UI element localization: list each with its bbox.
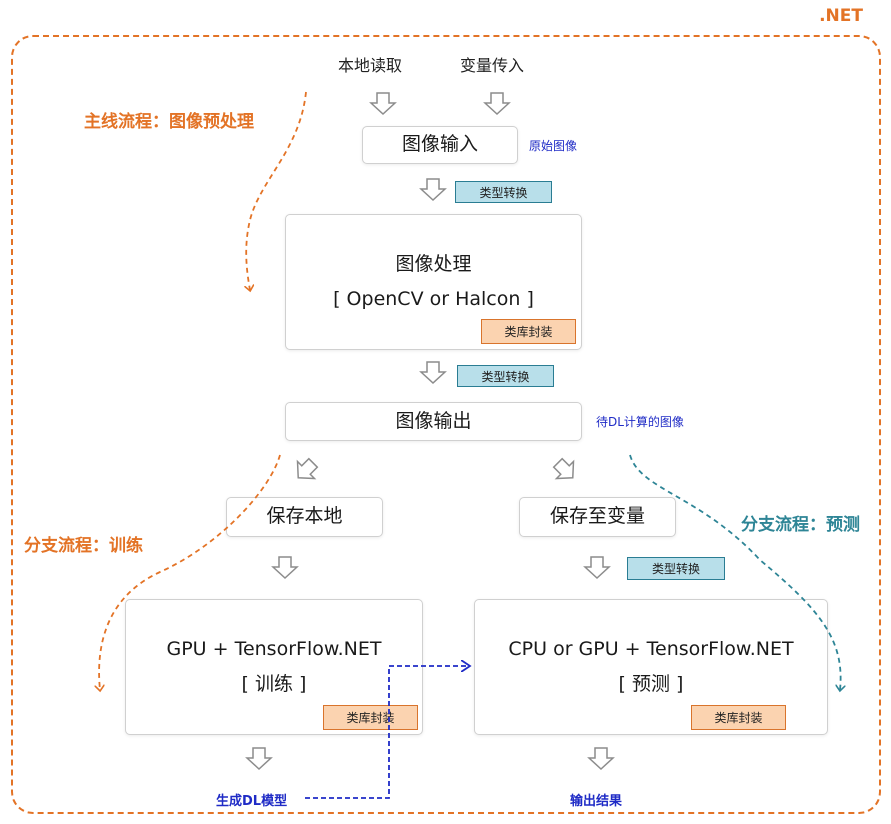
save-local-label: 保存本地 [266,505,343,528]
down-arrow-icon [419,178,447,202]
dotnet-frame [11,35,881,814]
diagonal-down-right-arrow-icon [552,457,575,480]
output-result-label: 输出结果 [570,794,623,809]
predict-title: CPU or GPU + TensorFlow.NET [508,637,794,660]
generate-model-label: 生成DL模型 [216,794,288,809]
library-wrap-tag-2: 类库封装 [323,705,418,730]
down-arrow-icon [271,556,299,580]
main-flow-label: 主线流程：图像预处理 [84,112,254,132]
platform-title: .NET [819,6,863,26]
image-output-label: 图像输出 [395,409,472,432]
pending-dl-image-note: 待DL计算的图像 [596,415,684,429]
predict-sub-label: [ 预测 ] [618,673,684,695]
image-processing-sub-label: [ OpenCV or Halcon ] [333,288,534,310]
save-variable-node: 保存至变量 [519,497,676,537]
predict-flow-curve [629,454,841,690]
image-output-node: 图像输出 [285,402,582,441]
type-convert-tag-3: 类型转换 [627,557,725,580]
type-convert-tag-2: 类型转换 [457,365,554,387]
main-flow-curve [246,91,307,290]
branch-predict-label: 分支流程：预测 [741,515,860,535]
source-variable-input: 变量传入 [460,56,525,75]
library-wrap-tag-3: 类库封装 [691,705,786,730]
train-flow-curve [99,454,281,690]
original-image-note: 原始图像 [529,139,578,153]
down-arrow-icon [369,92,397,116]
down-arrow-icon [419,361,447,385]
down-arrow-icon [245,747,273,771]
type-convert-tag-1: 类型转换 [455,181,552,203]
save-local-node: 保存本地 [226,497,383,537]
down-arrow-icon [483,92,511,116]
image-input-label: 图像输入 [401,133,478,156]
source-local-read: 本地读取 [338,56,403,75]
down-arrow-icon [583,556,611,580]
image-input-node: 图像输入 [362,126,518,164]
library-wrap-tag-1: 类库封装 [481,319,576,344]
model-to-predict-connector [305,666,470,799]
down-arrow-icon [587,747,615,771]
training-title: GPU + TensorFlow.NET [166,637,382,660]
image-processing-label: 图像处理 [395,252,472,275]
diagonal-down-left-arrow-icon [296,457,319,480]
save-variable-label: 保存至变量 [549,505,645,528]
branch-train-label: 分支流程：训练 [24,536,143,556]
training-sub-label: [ 训练 ] [241,673,307,695]
